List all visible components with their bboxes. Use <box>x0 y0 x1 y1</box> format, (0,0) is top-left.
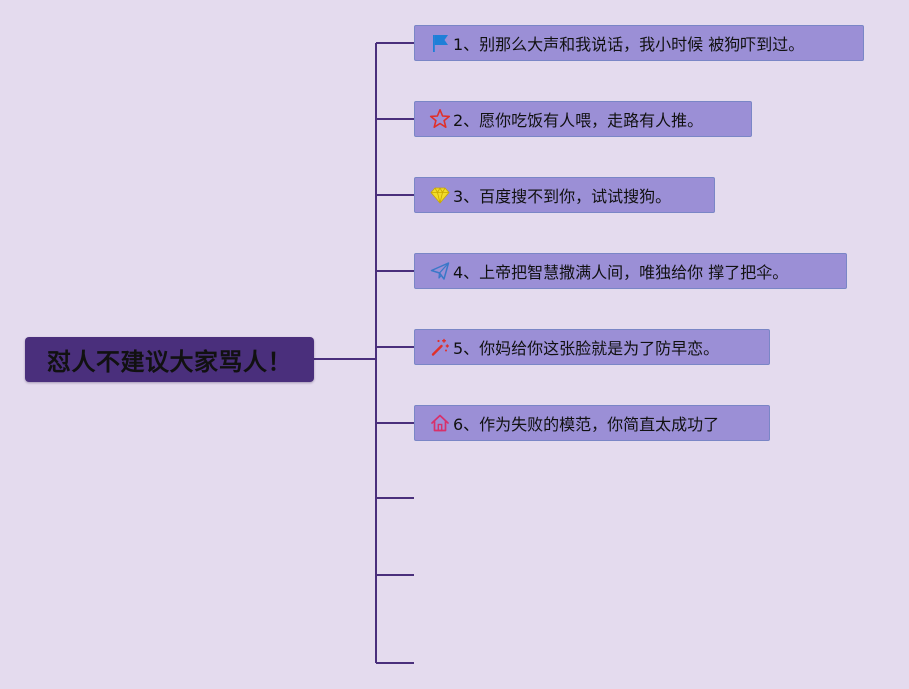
branch-topic-6-label: 6、作为失败的模范，你简直太成功了 <box>453 415 720 434</box>
branch-topic-3-label: 3、百度搜不到你，试试搜狗。 <box>453 187 672 206</box>
root-topic[interactable]: 怼人不建议大家骂人！ <box>25 337 314 382</box>
branch-topic-1[interactable]: 1、别那么大声和我说话，我小时候 被狗吓到过。 <box>414 25 864 61</box>
magic-wand-icon <box>429 336 451 358</box>
branch-topic-5-label: 5、你妈给你这张脸就是为了防早恋。 <box>453 339 720 358</box>
branch-topic-5[interactable]: 5、你妈给你这张脸就是为了防早恋。 <box>414 329 770 365</box>
root-topic-label: 怼人不建议大家骂人！ <box>47 348 292 376</box>
diamond-icon <box>429 184 451 206</box>
branch-topic-1-label: 1、别那么大声和我说话，我小时候 被狗吓到过。 <box>453 35 805 54</box>
branch-topic-3[interactable]: 3、百度搜不到你，试试搜狗。 <box>414 177 715 213</box>
paper-plane-icon <box>429 260 451 282</box>
branch-topic-6[interactable]: 6、作为失败的模范，你简直太成功了 <box>414 405 770 441</box>
branch-topic-2[interactable]: 2、愿你吃饭有人喂，走路有人推。 <box>414 101 752 137</box>
flag-icon <box>429 32 451 54</box>
branch-topic-4[interactable]: 4、上帝把智慧撒满人间，唯独给你 撑了把伞。 <box>414 253 847 289</box>
branch-topic-4-label: 4、上帝把智慧撒满人间，唯独给你 撑了把伞。 <box>453 263 789 282</box>
branch-topic-2-label: 2、愿你吃饭有人喂，走路有人推。 <box>453 111 704 130</box>
home-icon <box>429 412 451 434</box>
star-icon <box>429 108 451 130</box>
